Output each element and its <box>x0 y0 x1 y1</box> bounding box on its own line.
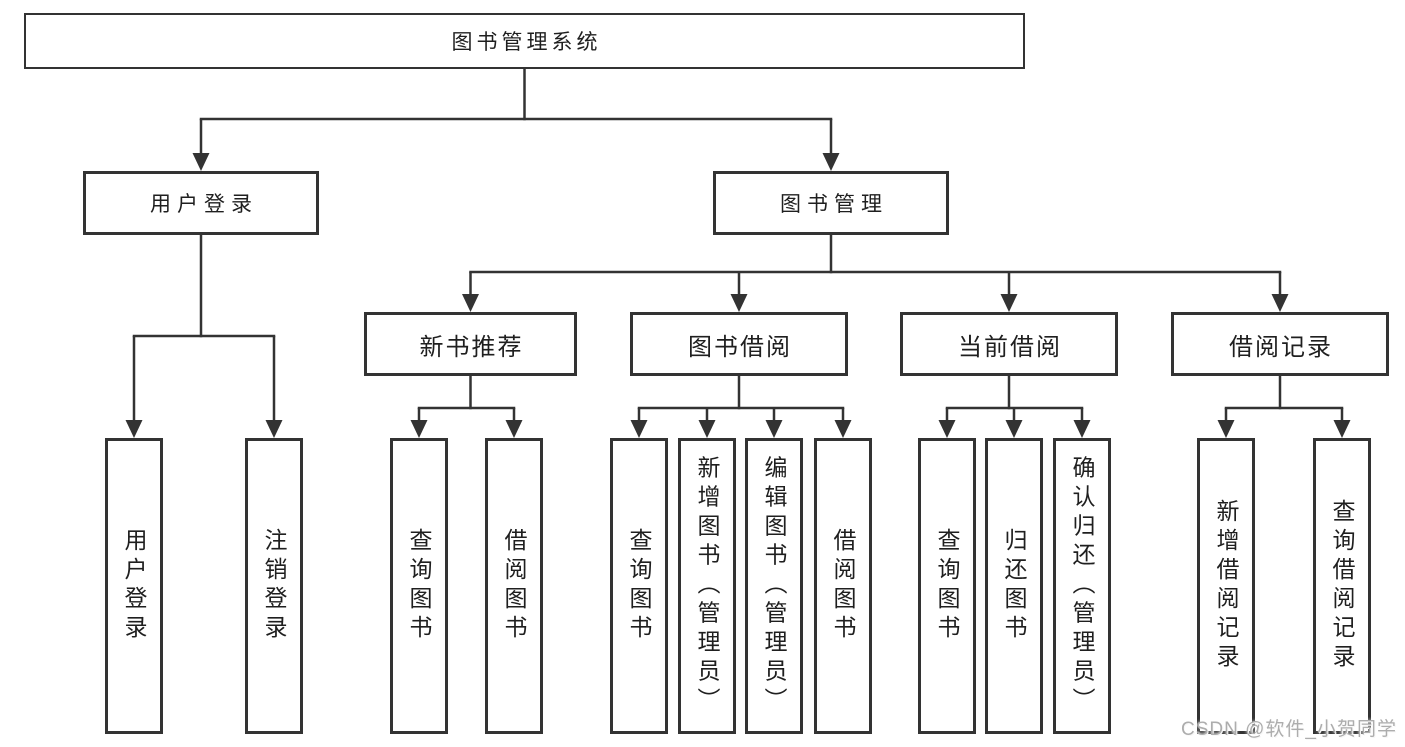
leaf-logout-label: 注销登录 <box>261 528 287 644</box>
node-borrow-records: 借阅记录 <box>1171 312 1389 376</box>
leaf-user-login-label: 用户登录 <box>121 528 147 644</box>
arrowhead-new-book-rec <box>462 294 479 312</box>
node-current-borrow-label: 当前借阅 <box>958 333 1062 361</box>
arrowhead-bb-query <box>630 420 648 438</box>
node-current-borrow: 当前借阅 <box>900 312 1118 376</box>
arrowhead-book-borrow <box>730 294 748 312</box>
arrowhead-borrow-records <box>1271 294 1289 312</box>
leaf-br-query-record: 查询借阅记录 <box>1313 438 1371 734</box>
leaf-logout: 注销登录 <box>245 438 303 734</box>
arrowhead-cb-query <box>938 420 956 438</box>
leaf-cb-return-books-label: 归还图书 <box>1001 528 1027 644</box>
arrowhead-bb-edit <box>765 420 783 438</box>
node-root: 图书管理系统 <box>24 13 1025 69</box>
arrowhead-cb-confirm <box>1073 420 1091 438</box>
leaf-nbr-borrow-books: 借阅图书 <box>485 438 543 734</box>
node-borrow-records-label: 借阅记录 <box>1229 333 1333 361</box>
arrowhead-br-query <box>1333 420 1351 438</box>
arrowhead-book-mgmt <box>822 153 840 171</box>
leaf-br-add-record: 新增借阅记录 <box>1197 438 1255 734</box>
leaf-bb-edit-books-admin: 编辑图书（管理员） <box>745 438 803 734</box>
arrowhead-user-login <box>192 153 210 171</box>
node-book-borrow-label: 图书借阅 <box>688 333 792 361</box>
leaf-cb-confirm-return-admin: 确认归还（管理员） <box>1053 438 1111 734</box>
arrowhead-bb-add <box>698 420 716 438</box>
leaf-nbr-query-books: 查询图书 <box>390 438 448 734</box>
leaf-cb-return-books: 归还图书 <box>985 438 1043 734</box>
leaf-cb-query-books-label: 查询图书 <box>934 528 960 644</box>
node-user-login: 用户登录 <box>83 171 319 235</box>
node-book-mgmt-label: 图书管理 <box>780 193 888 216</box>
leaf-bb-query-books: 查询图书 <box>610 438 668 734</box>
leaf-br-query-record-label: 查询借阅记录 <box>1329 499 1355 673</box>
watermark: CSDN @软件_小贺同学 <box>1181 719 1397 740</box>
node-book-borrow: 图书借阅 <box>630 312 848 376</box>
leaf-cb-query-books: 查询图书 <box>918 438 976 734</box>
leaf-bb-borrow-books-label: 借阅图书 <box>830 528 856 644</box>
node-new-book-rec-label: 新书推荐 <box>419 333 524 361</box>
leaf-bb-add-books-admin-label: 新增图书（管理员） <box>694 455 720 717</box>
arrowhead-cb-return <box>1005 420 1023 438</box>
leaf-bb-edit-books-admin-label: 编辑图书（管理员） <box>761 455 787 717</box>
leaf-cb-confirm-return-admin-label: 确认归还（管理员） <box>1069 455 1095 717</box>
leaf-bb-borrow-books: 借阅图书 <box>814 438 872 734</box>
leaf-br-add-record-label: 新增借阅记录 <box>1213 499 1239 673</box>
leaf-user-login: 用户登录 <box>105 438 163 734</box>
arrowhead-current-borrow <box>1000 294 1018 312</box>
leaf-nbr-borrow-books-label: 借阅图书 <box>501 528 527 644</box>
leaf-bb-query-books-label: 查询图书 <box>626 528 652 644</box>
arrowhead-bb-borrow <box>834 420 852 438</box>
arrowhead-nbr-borrow <box>505 420 523 438</box>
node-book-mgmt: 图书管理 <box>713 171 949 235</box>
arrowhead-br-add <box>1217 420 1235 438</box>
arrowhead-nbr-query <box>410 420 428 438</box>
node-user-login-label: 用户登录 <box>150 193 258 216</box>
leaf-bb-add-books-admin: 新增图书（管理员） <box>678 438 736 734</box>
leaf-nbr-query-books-label: 查询图书 <box>406 528 432 644</box>
node-root-label: 图书管理系统 <box>451 31 602 54</box>
node-new-book-rec: 新书推荐 <box>364 312 577 376</box>
arrowhead-leaf-login <box>125 420 143 438</box>
arrowhead-leaf-logout <box>265 420 283 438</box>
